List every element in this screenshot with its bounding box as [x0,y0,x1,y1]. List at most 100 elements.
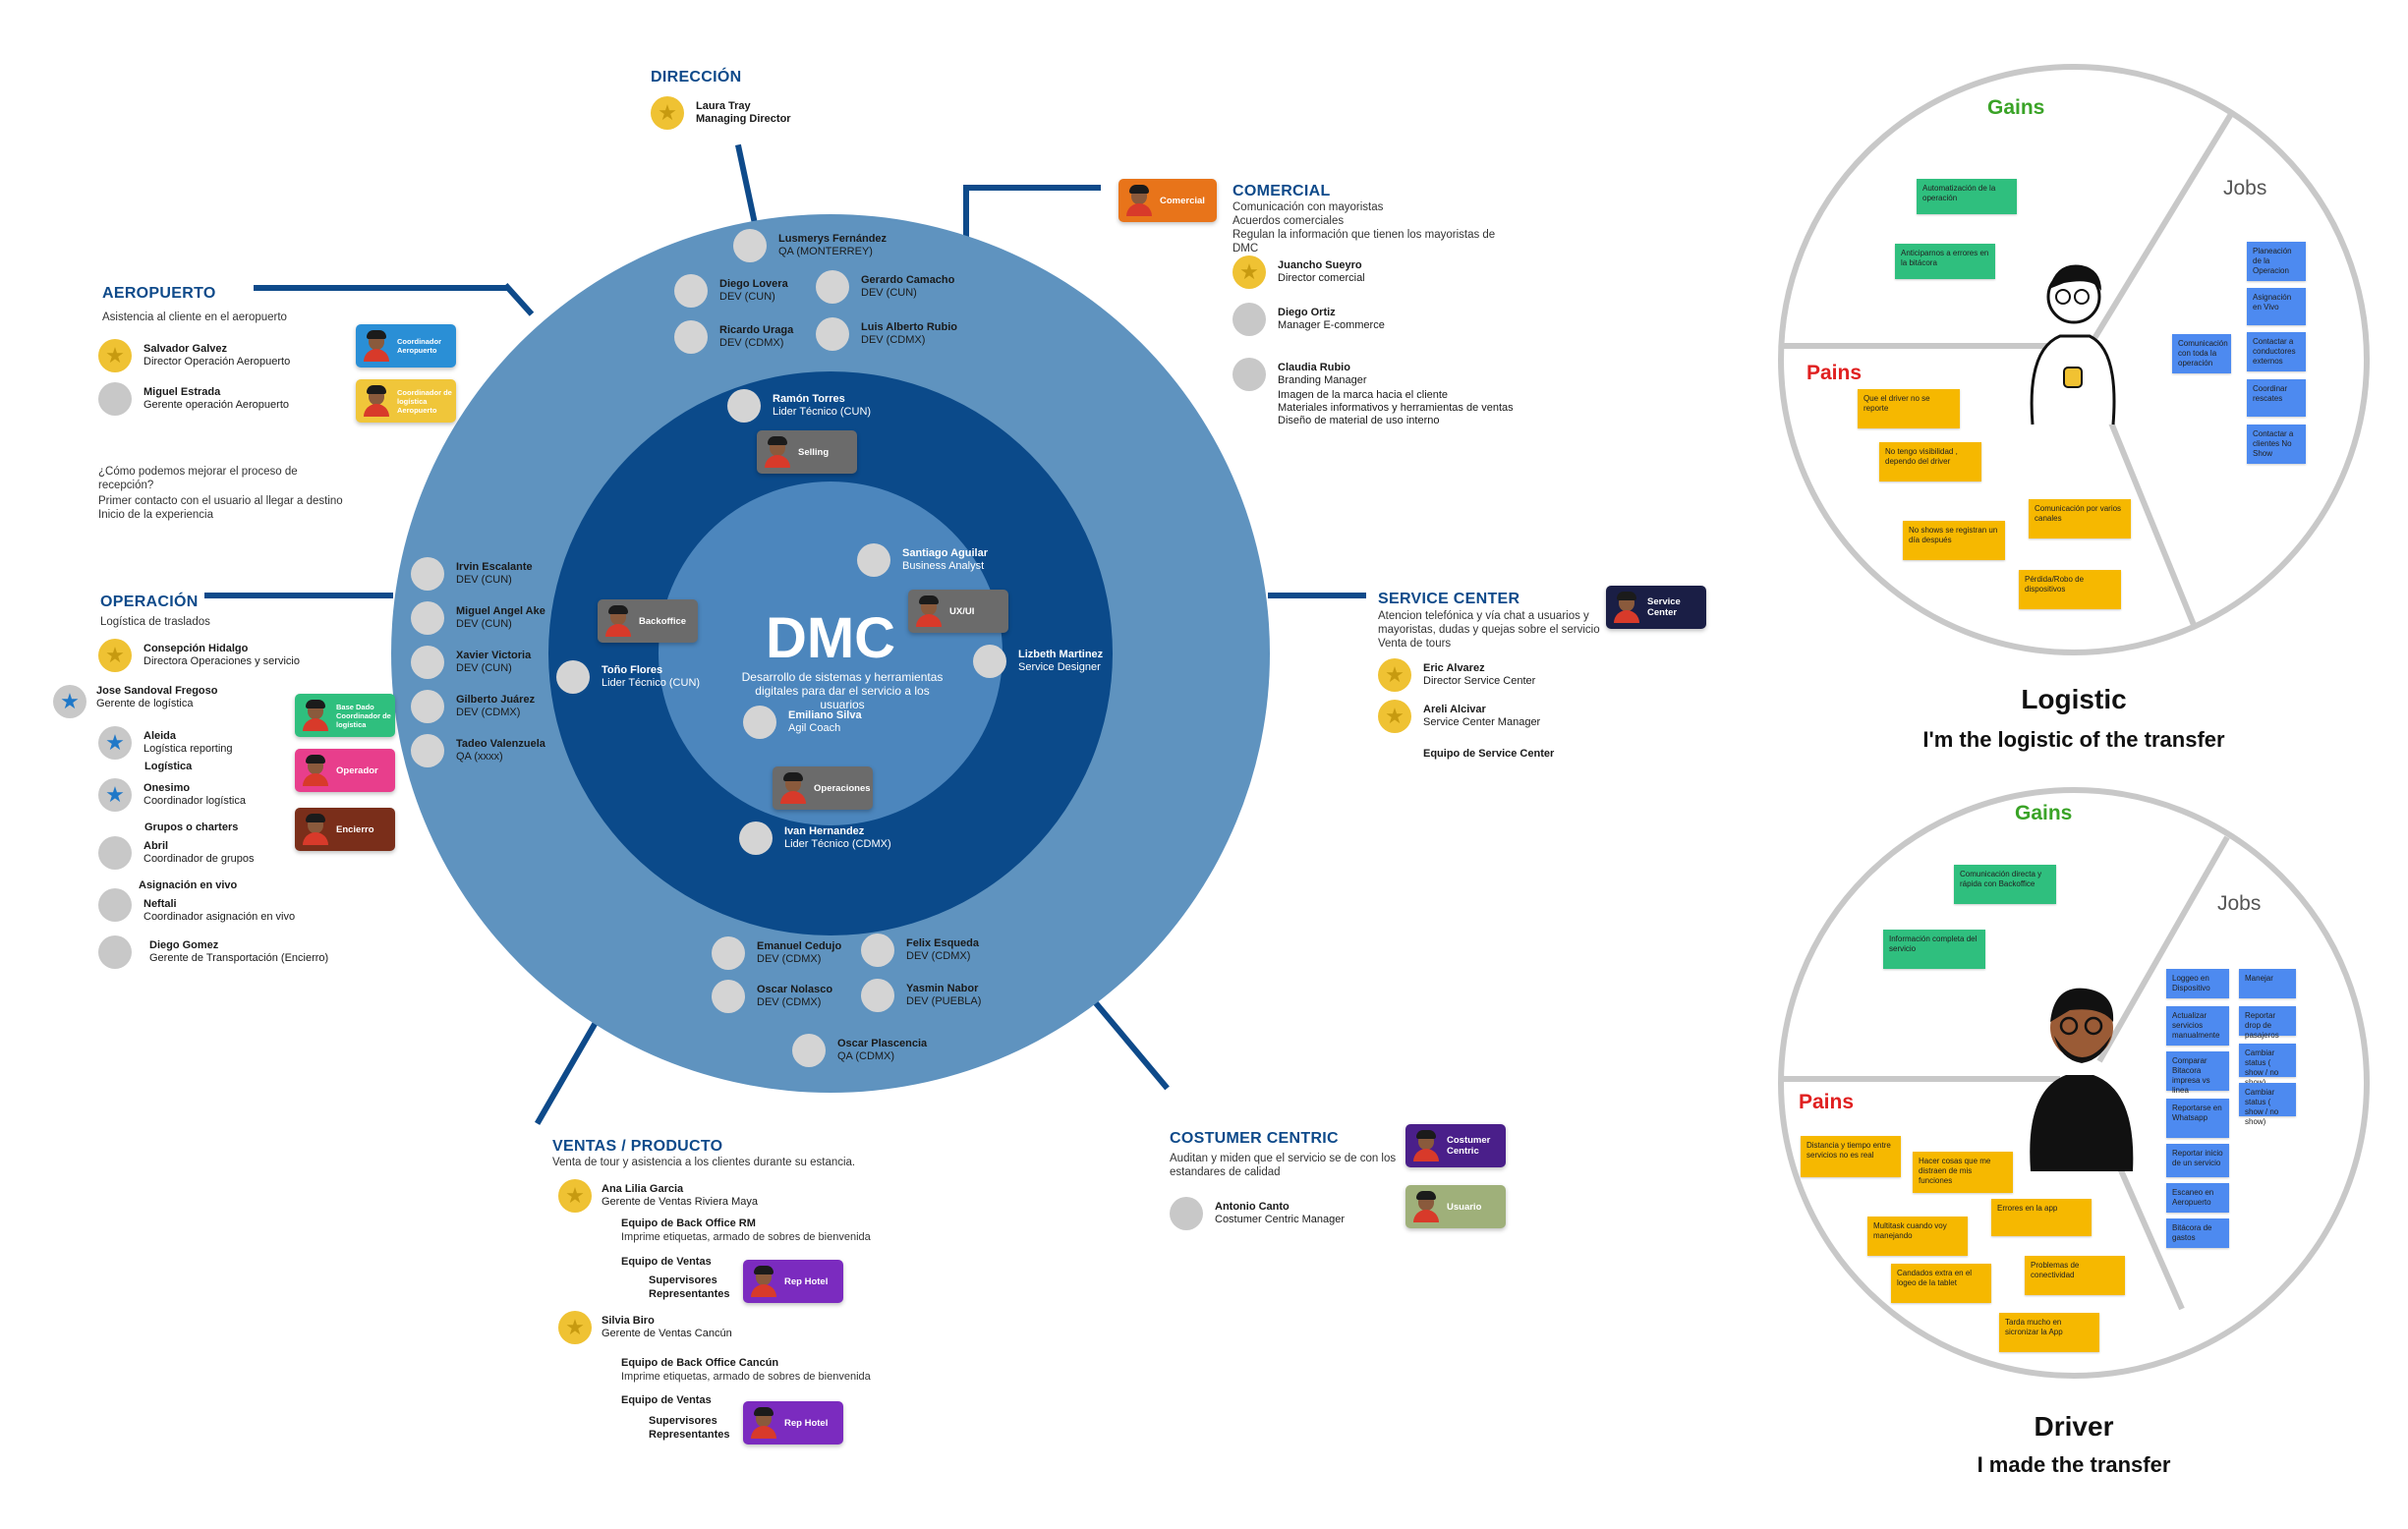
driver-pain-note: Errores en la app [1991,1199,2092,1236]
ventas-supervisores-1: Supervisores [649,1274,717,1286]
logistic-jobs-label: Jobs [2223,177,2267,199]
ventas-team-2: Equipo de Ventas [621,1394,712,1406]
label-logistica: Logística [144,761,193,772]
driver-pain-note: Problemas de conectividad [2025,1256,2125,1295]
card-operaciones: Operaciones [773,766,873,810]
logistic-job-note: Planeación de la Operacion [2247,242,2306,281]
card-rep-hotel-1: Rep Hotel [743,1260,843,1303]
star-icon: ★ [105,730,125,755]
card-base-dado: Base Dado Coordinador de logística [295,694,395,737]
logistic-pain-note: Que el driver no se reporte [1858,389,1960,428]
driver-pains-label: Pains [1799,1091,1855,1113]
driver-job-note: Reportar drop de pasajeros [2239,1006,2296,1040]
card-coordinador-logistica-aeropuerto: Coordinador de logística Aeropuerto [356,379,456,423]
card-coordinador-aeropuerto: Coordinador Aeropuerto [356,324,456,368]
connector-costumer [1093,1000,1170,1091]
driver-pain-note: Hacer cosas que me distraen de mis funci… [1913,1152,2013,1193]
center-subtitle: Desarrollo de sistemas y herramientas di… [741,670,944,711]
driver-job-note: Cambiar status ( show / no show) [2239,1083,2296,1126]
card-rep-hotel-2: Rep Hotel [743,1401,843,1444]
ventas-title: VENTAS / PRODUCTO [552,1138,723,1155]
card-uxui: UX/UI [908,590,1008,633]
driver-job-note: Comparar Bitacora impresa vs linea [2166,1051,2229,1095]
driver-subtitle: I made the transfer [1977,1452,2171,1477]
driver-gains-label: Gains [2015,802,2073,824]
driver-pain-note: Distancia y tiempo entre servicios no es… [1801,1136,1901,1177]
driver-job-note: Actualizar servicios manualmente [2166,1006,2229,1046]
logistic-pain-note: Comunicación por varios canales [2029,499,2131,538]
star-icon: ★ [105,643,125,667]
star-icon: ★ [658,100,677,125]
service-center-title: SERVICE CENTER [1378,591,1520,607]
logistic-job-note: Contactar a conductores externos [2247,332,2306,371]
card-costumer-centric: Costumer Centric [1405,1124,1506,1167]
direccion-title: DIRECCIÓN [651,69,742,85]
driver-title: Driver [2034,1411,2114,1442]
driver-job-note: Manejar [2239,969,2296,998]
logistic-gains-label: Gains [1987,96,2045,119]
logistic-pain-note: No shows se registran un día después [1903,521,2005,560]
ventas-bo2-desc: Imprime etiquetas, armado de sobres de b… [621,1371,871,1383]
star-icon: ★ [60,689,80,713]
ventas-bo1-title: Equipo de Back Office RM [621,1218,756,1229]
service-center-desc: Atencion telefónica y vía chat a usuario… [1378,610,1600,650]
costumer-title: COSTUMER CENTRIC [1170,1130,1339,1147]
connector-aeropuerto-d [503,282,535,316]
star-icon: ★ [105,782,125,807]
star-icon: ★ [1239,259,1259,284]
aeropuerto-desc: Asistencia al cliente en el aeropuerto [102,311,287,323]
logistic-job-note: Asignación en Vivo [2247,288,2306,325]
driver-pain-note: Candados extra en el logeo de la tablet [1891,1264,1991,1303]
center-title: DMC [765,606,896,670]
costumer-desc: Auditan y miden que el servicio se de co… [1170,1153,1397,1178]
card-backoffice: Backoffice [598,599,698,643]
driver-gain-note: Información completa del servicio [1883,930,1985,969]
driver-job-note: Loggeo en Dispositivo [2166,969,2229,998]
card-usuario: Usuario [1405,1185,1506,1228]
ventas-representantes-2: Representantes [649,1429,730,1441]
card-selling: Selling [757,430,857,474]
logistic-job-note: Contactar a clientes No Show [2247,425,2306,464]
service-center-team: Equipo de Service Center [1423,748,1555,760]
ventas-team-1: Equipo de Ventas [621,1256,712,1268]
connector-aeropuerto [254,285,509,291]
logistic-gain-note: Anticiparnos a errores en la bitácora [1895,244,1995,279]
logistic-gain-note: Automatización de la operación [1917,179,2017,214]
label-asignacion: Asignación en vivo [139,879,238,891]
ventas-bo1-desc: Imprime etiquetas, armado de sobres de b… [621,1231,871,1243]
star-icon: ★ [1385,704,1405,728]
connector-service [1268,593,1366,598]
operacion-desc: Logística de traslados [100,616,210,628]
star-icon: ★ [565,1183,585,1208]
